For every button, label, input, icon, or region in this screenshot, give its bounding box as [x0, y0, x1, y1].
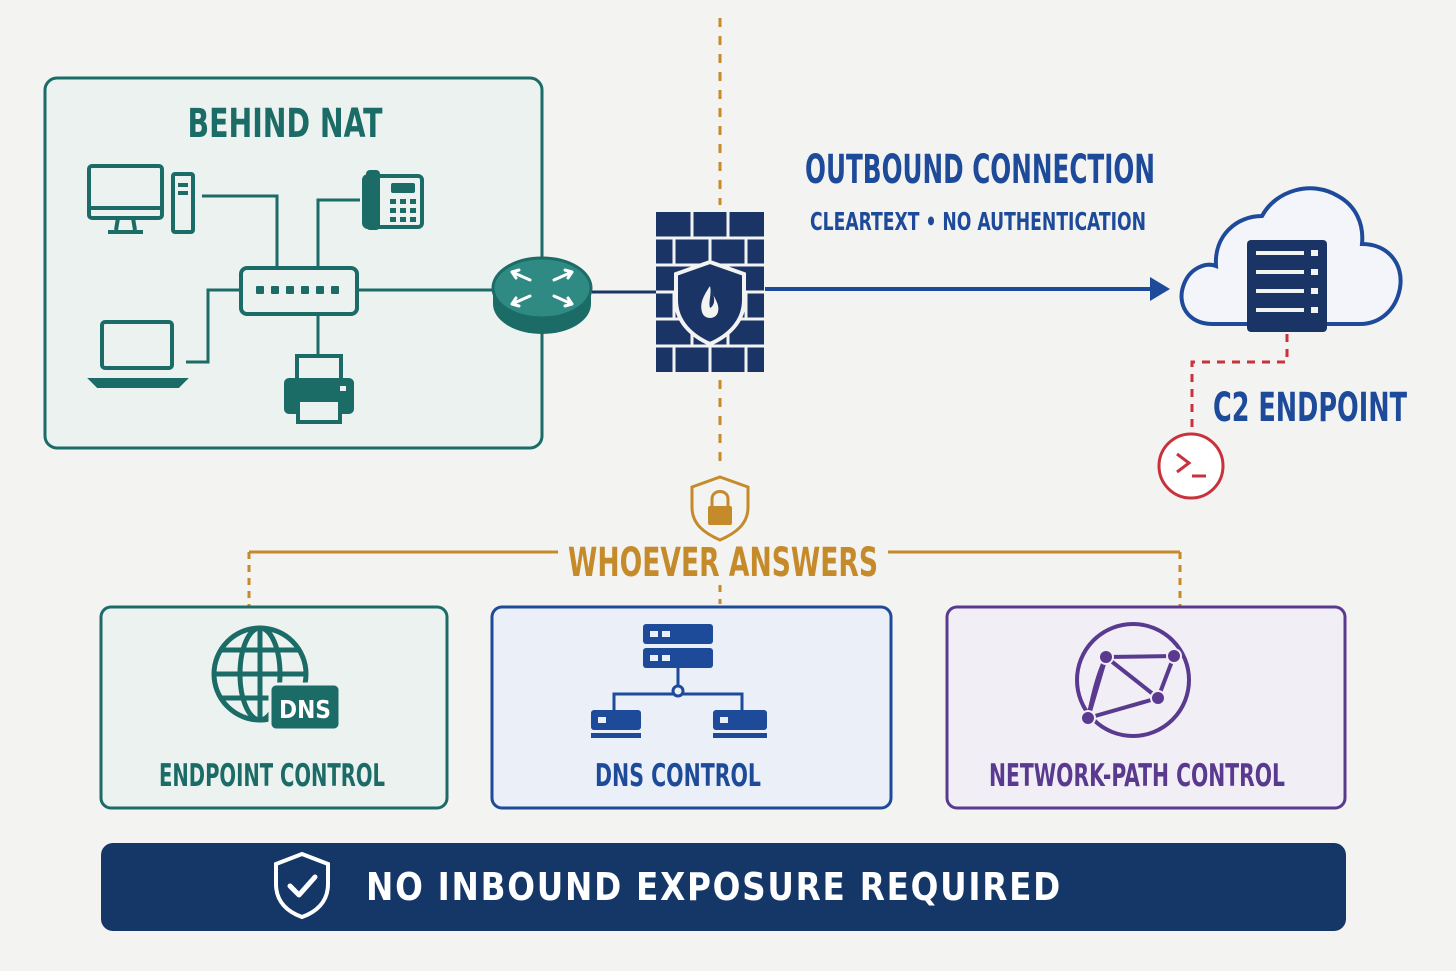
- cloud-server-icon: [1179, 186, 1403, 332]
- desktop-icon: [87, 164, 195, 234]
- dns-badge-text: DNS: [279, 695, 331, 724]
- banner-text: NO INBOUND EXPOSURE REQUIRED: [365, 865, 1062, 909]
- check-shield-icon: [272, 850, 332, 924]
- answer-bracket: [247, 550, 1182, 606]
- terminal-icon: [1157, 432, 1225, 500]
- server-tree-icon: [591, 624, 767, 738]
- firewall-icon: [656, 212, 764, 372]
- network-globe-icon: [1075, 622, 1191, 738]
- lock-shield-icon: [690, 475, 750, 542]
- laptop-icon: [87, 320, 189, 388]
- c2-label: C2 ENDPOINT: [1213, 385, 1407, 431]
- printer-icon: [284, 354, 354, 424]
- lan-box: BEHIND NAT: [43, 76, 544, 450]
- answer-title: WHOEVER ANSWERS: [568, 540, 878, 586]
- endpoint-control-card: DNS ENDPOINT CONTROL: [99, 605, 449, 810]
- endpoint-control-label: ENDPOINT CONTROL: [159, 758, 385, 794]
- desk-phone-icon: [362, 170, 424, 230]
- bottom-banner: NO INBOUND EXPOSURE REQUIRED: [101, 843, 1346, 931]
- network-path-control-label: NETWORK-PATH CONTROL: [989, 758, 1285, 794]
- dns-control-card: DNS CONTROL: [490, 605, 893, 810]
- network-path-control-card: NETWORK-PATH CONTROL: [945, 605, 1347, 810]
- connection-title: OUTBOUND CONNECTION: [805, 147, 1155, 193]
- outbound-arrow: [765, 277, 1170, 301]
- c2-dashed-link: [1190, 334, 1289, 432]
- switch-icon: [239, 266, 359, 316]
- router-icon: [491, 256, 593, 334]
- dns-control-label: DNS CONTROL: [595, 758, 761, 794]
- lan-title: BEHIND NAT: [188, 101, 383, 147]
- globe-dns-icon: DNS: [211, 625, 342, 732]
- connection-subtitle: CLEARTEXT • NO AUTHENTICATION: [810, 207, 1146, 236]
